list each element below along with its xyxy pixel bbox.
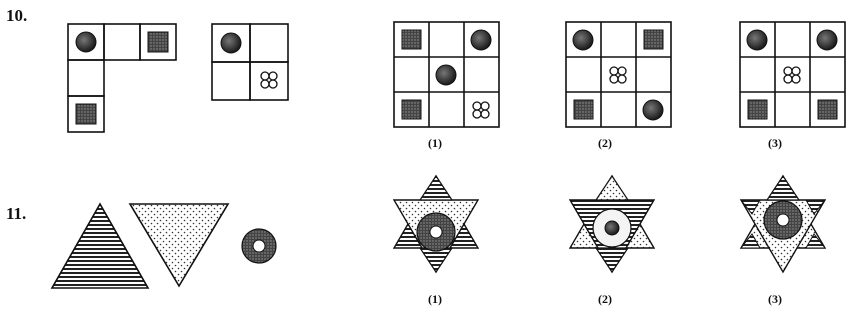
- hatched-triangle-icon: [52, 204, 148, 288]
- square-icon: [402, 100, 421, 119]
- circle-icon: [471, 30, 491, 50]
- ring-hole: [430, 226, 442, 238]
- q11-option-1-star[interactable]: [394, 176, 478, 272]
- flower-icon: [473, 102, 489, 118]
- q11-option-2-star[interactable]: [570, 176, 654, 272]
- circle-icon: [76, 32, 96, 52]
- circle-icon: [221, 33, 241, 53]
- q11-option-3-star[interactable]: [741, 176, 825, 272]
- flower-icon: [261, 72, 277, 88]
- circle-icon: [817, 30, 837, 50]
- square-icon: [402, 30, 421, 49]
- circle-icon: [747, 30, 767, 50]
- ring-hole: [777, 214, 789, 226]
- flower-icon: [784, 67, 800, 83]
- circle-icon: [605, 221, 619, 235]
- square-icon: [748, 100, 767, 119]
- square-icon: [574, 100, 593, 119]
- square-icon: [76, 104, 96, 124]
- square-icon: [818, 100, 837, 119]
- q10-problem-figure-2x2: [212, 24, 288, 100]
- circle-icon: [573, 30, 593, 50]
- dotted-triangle-icon: [130, 204, 228, 286]
- square-icon: [644, 30, 663, 49]
- circle-icon: [643, 100, 663, 120]
- circle-icon: [436, 65, 456, 85]
- ring-hole: [253, 240, 265, 252]
- flower-icon: [610, 67, 626, 83]
- square-icon: [148, 32, 168, 52]
